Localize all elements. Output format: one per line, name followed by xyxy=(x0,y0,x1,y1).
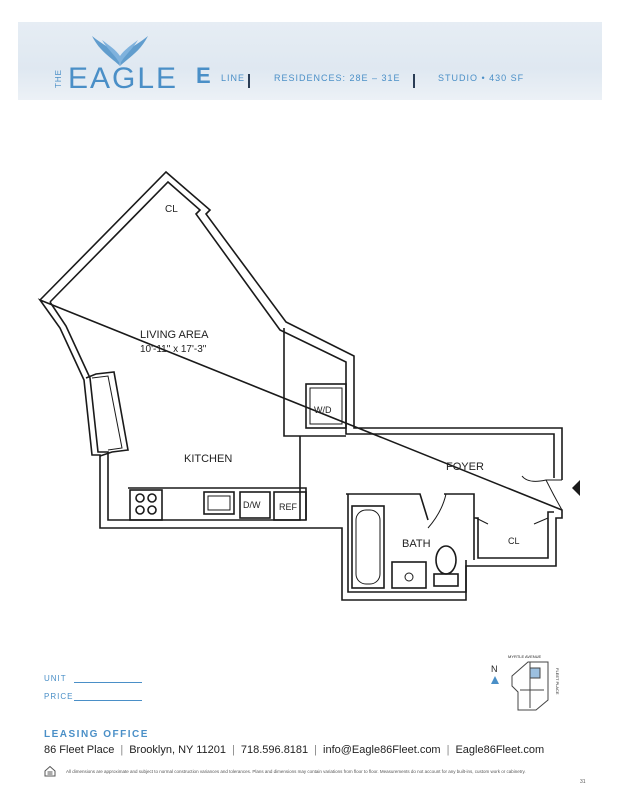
bath-door-swing xyxy=(427,493,447,529)
leasing-office-title: LEASING OFFICE xyxy=(44,729,149,740)
header-separator xyxy=(248,74,250,88)
closet-foyer-label: CL xyxy=(508,536,520,546)
phone[interactable]: 718.596.8181 xyxy=(240,744,309,756)
kitchen-wall xyxy=(283,328,346,437)
logo-eagle-text: EAGLE xyxy=(68,62,179,95)
residences-text: RESIDENCES: 28E – 31E xyxy=(274,73,401,83)
kitchen-sink xyxy=(203,491,235,515)
price-line xyxy=(74,700,142,701)
city: Brooklyn, NY 11201 xyxy=(129,744,227,756)
refrigerator-box xyxy=(273,491,307,521)
washer-dryer-label: W/D xyxy=(314,405,332,415)
stove xyxy=(129,489,163,521)
kitchen-label: KITCHEN xyxy=(184,453,232,465)
header-separator xyxy=(413,74,415,88)
bath-label: BATH xyxy=(402,538,431,550)
north-arrow-icon xyxy=(491,676,499,684)
entry-arrow-icon xyxy=(572,480,580,496)
unit-line xyxy=(74,682,142,683)
entry-door-swing xyxy=(521,475,563,511)
window-bay xyxy=(85,371,129,457)
closet-top-label: CL xyxy=(165,204,178,215)
north-label: N xyxy=(491,664,498,674)
line-word: LINE xyxy=(221,73,246,83)
bath-vanity xyxy=(391,561,427,589)
contact-line: 86 Fleet Place|Brooklyn, NY 11201|718.59… xyxy=(44,744,545,756)
bath-wall xyxy=(346,493,475,593)
washer-dryer-box xyxy=(305,383,347,429)
foyer-closet-door xyxy=(475,517,549,525)
unit-type-text: STUDIO • 430 SF xyxy=(438,73,525,83)
equal-housing-icon xyxy=(44,765,56,777)
key-street-side: FLEET PLACE xyxy=(555,668,560,695)
foyer-label: FOYER xyxy=(446,461,484,473)
disclaimer-text: All dimensions are approximate and subje… xyxy=(66,769,526,774)
eagle-wings-logo-icon xyxy=(92,36,148,66)
header-banner: THE EAGLE E LINE RESIDENCES: 28E – 31E S… xyxy=(18,22,602,100)
key-plan-icon xyxy=(511,661,549,711)
window-bay-inner xyxy=(91,375,123,451)
living-area-dims: 10'-11" x 17'-3" xyxy=(140,344,207,355)
refrigerator-label: REF xyxy=(279,502,298,512)
living-area-label: LIVING AREA xyxy=(140,329,209,341)
line-letter: E xyxy=(196,63,211,88)
email[interactable]: info@Eagle86Fleet.com xyxy=(323,744,441,756)
bathtub xyxy=(351,505,385,589)
exterior-wall-inner xyxy=(49,180,555,559)
toilet-bowl xyxy=(435,545,457,575)
address: 86 Fleet Place xyxy=(44,744,115,756)
website[interactable]: Eagle86Fleet.com xyxy=(455,744,545,756)
key-street-top: MYRTLE AVENUE xyxy=(508,654,542,659)
dishwasher-box xyxy=(239,491,271,519)
price-label: PRICE xyxy=(44,692,74,701)
exterior-wall-outer xyxy=(37,170,563,601)
living-inner-wall xyxy=(49,301,301,521)
toilet-tank xyxy=(433,573,459,587)
unit-label: UNIT xyxy=(44,674,67,683)
page-number: 31 xyxy=(580,779,586,785)
dishwasher-label: D/W xyxy=(243,500,261,510)
